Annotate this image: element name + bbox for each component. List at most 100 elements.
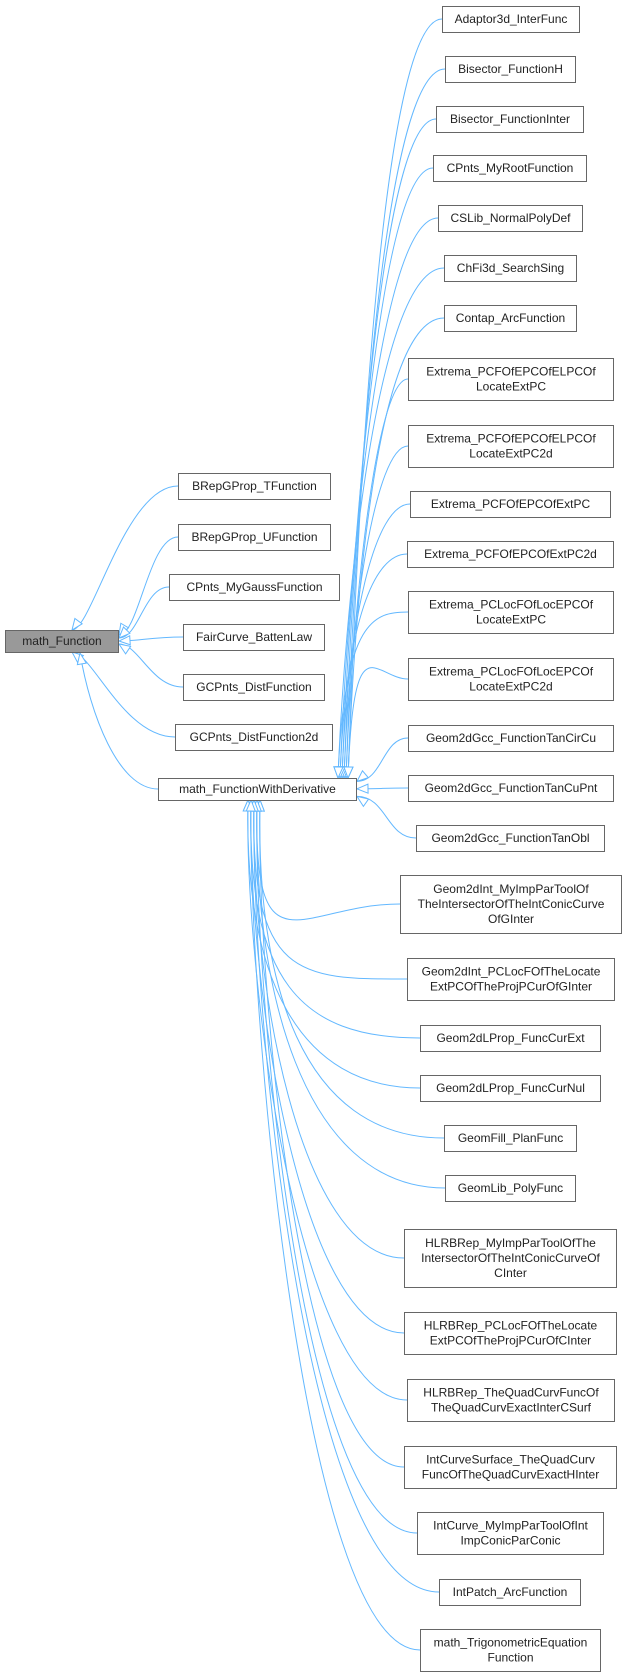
class-node-intpatch-arcfunction[interactable]: IntPatch_ArcFunction: [439, 1579, 581, 1606]
edge-to-function-with-derivative: [247, 799, 421, 1089]
class-box: [404, 1446, 617, 1489]
class-node-hlrbrep-thequadcurvfuncofthequadcurvexactintercsurf[interactable]: HLRBRep_TheQuadCurvFuncOfTheQuadCurvExac…: [407, 1379, 615, 1422]
class-node-contap-arcfunction[interactable]: Contap_ArcFunction: [444, 305, 577, 332]
edge-to-function-with-derivative: [337, 267, 445, 779]
class-label: GCPnts_DistFunction: [196, 680, 311, 694]
class-label: LocateExtPC2d: [469, 680, 552, 694]
class-box: [5, 630, 119, 653]
class-node-gcpnts-distfunction[interactable]: GCPnts_DistFunction: [183, 674, 325, 701]
class-label: ExtPCOfTheProjPCurOfCInter: [430, 1334, 591, 1348]
class-node-geomlib-polyfunc[interactable]: GeomLib_PolyFunc: [445, 1175, 576, 1202]
class-box: [438, 205, 583, 232]
edge-to-function-with-derivative: [253, 799, 408, 980]
inheritance-arrowhead: [76, 651, 88, 666]
inheritance-arrowhead: [71, 617, 84, 632]
class-node-intcurve-myimppartoolofintimpconicparconic[interactable]: IntCurve_MyImpParToolOfIntImpConicParCon…: [417, 1512, 604, 1555]
class-box: [404, 1312, 617, 1355]
inheritance-arrowhead: [355, 769, 370, 783]
edge-to-function-with-derivative: [259, 799, 405, 1468]
class-label: CInter: [494, 1266, 527, 1280]
class-box: [408, 775, 614, 802]
edge-to-function-with-derivative: [259, 799, 445, 1139]
class-node-faircurve-battenlaw[interactable]: FairCurve_BattenLaw: [183, 624, 325, 651]
class-label: TheQuadCurvExactInterCSurf: [431, 1401, 592, 1415]
edge-to-function-with-derivative: [347, 18, 443, 779]
class-node-cpnts-myrootfunction[interactable]: CPnts_MyRootFunction: [433, 155, 587, 182]
class-node-intcurvesurface-thequadcurvfuncofthequadcurvexacthinter[interactable]: IntCurveSurface_TheQuadCurvFuncOfTheQuad…: [404, 1446, 617, 1489]
class-box: [407, 958, 615, 1001]
class-node-math-functionwithderivative[interactable]: math_FunctionWithDerivative: [158, 778, 357, 801]
class-label: Contap_ArcFunction: [456, 311, 565, 325]
edge-to-math-function: [71, 651, 176, 738]
class-box: [444, 255, 577, 282]
class-node-brepgprop-tfunction[interactable]: BRepGProp_TFunction: [178, 473, 331, 500]
inheritance-arrowhead: [355, 795, 370, 808]
class-label: Bisector_FunctionInter: [450, 112, 570, 126]
class-label: BRepGProp_TFunction: [192, 479, 317, 493]
class-box: [420, 1629, 601, 1672]
inheritance-arrowhead: [117, 635, 131, 646]
class-node-brepgprop-ufunction[interactable]: BRepGProp_UFunction: [178, 524, 331, 551]
class-label: Geom2dGcc_FunctionTanCirCu: [426, 731, 596, 745]
class-label: BRepGProp_UFunction: [191, 530, 317, 544]
class-box: [408, 658, 614, 701]
class-label: Geom2dInt_PCLocFOfTheLocate: [422, 965, 601, 979]
class-box: [407, 541, 614, 568]
class-node-adaptor3d-interfunc[interactable]: Adaptor3d_InterFunc: [442, 6, 580, 33]
edge-to-function-with-derivative: [356, 737, 409, 782]
class-node-geom2dlprop-funccurext[interactable]: Geom2dLProp_FuncCurExt: [420, 1025, 601, 1052]
class-label: CPnts_MyGaussFunction: [186, 580, 322, 594]
class-node-hlrbrep-myimppartooloftheintersectoroftheintconiccurveofcinter[interactable]: HLRBRep_MyImpParToolOfTheIntersectorOfTh…: [404, 1229, 617, 1288]
class-label: LocateExtPC2d: [469, 447, 552, 461]
class-node-bisector-functioninter[interactable]: Bisector_FunctionInter: [436, 106, 584, 133]
class-node-geom2dgcc-functiontanobl[interactable]: Geom2dGcc_FunctionTanObl: [416, 825, 605, 852]
class-label: FairCurve_BattenLaw: [196, 630, 312, 644]
class-label: TheIntersectorOfTheIntConicCurve: [418, 897, 605, 911]
edge-to-function-with-derivative: [256, 799, 446, 1189]
class-node-extrema-pcfofepcofextpc[interactable]: Extrema_PCFOfEPCOfExtPC: [410, 491, 611, 518]
class-label: ImpConicParConic: [460, 1534, 560, 1548]
class-node-chfi3d-searchsing[interactable]: ChFi3d_SearchSing: [444, 255, 577, 282]
edge-to-function-with-derivative: [253, 799, 405, 1259]
edge-to-function-with-derivative: [256, 799, 401, 921]
class-label: HLRBRep_MyImpParToolOfThe: [425, 1236, 596, 1250]
edge-to-function-with-derivative: [345, 378, 409, 779]
class-box: [442, 6, 580, 33]
edge-to-function-with-derivative: [250, 799, 421, 1039]
class-node-geom2dint-pclocfofthelocateextpcoftheprojpcurofginter[interactable]: Geom2dInt_PCLocFOfTheLocateExtPCOfThePro…: [407, 958, 615, 1001]
class-box: [439, 1579, 581, 1606]
class-label: LocateExtPC: [476, 613, 546, 627]
class-node-bisector-functionh[interactable]: Bisector_FunctionH: [445, 56, 576, 83]
edge-to-function-with-derivative: [339, 217, 439, 779]
inheritance-arrowhead: [343, 766, 354, 780]
class-node-cpnts-mygaussfunction[interactable]: CPnts_MyGaussFunction: [169, 574, 340, 601]
class-box: [158, 778, 357, 801]
class-label: GeomFill_PlanFunc: [458, 1131, 563, 1145]
class-node-extrema-pcfofepcofextpc2d[interactable]: Extrema_PCFOfEPCOfExtPC2d: [407, 541, 614, 568]
class-box: [444, 305, 577, 332]
class-node-math-function[interactable]: math_Function: [5, 630, 119, 653]
class-node-gcpnts-distfunction2d[interactable]: GCPnts_DistFunction2d: [175, 724, 333, 751]
class-label: Extrema_PCLocFOfLocEPCOf: [429, 665, 594, 679]
edge-to-function-with-derivative: [250, 799, 405, 1334]
class-node-geom2dgcc-functiontancupnt[interactable]: Geom2dGcc_FunctionTanCuPnt: [408, 775, 614, 802]
class-node-geomfill-planfunc[interactable]: GeomFill_PlanFunc: [444, 1125, 577, 1152]
class-label: GCPnts_DistFunction2d: [190, 730, 319, 744]
class-box: [420, 1075, 601, 1102]
class-node-hlrbrep-pclocfofthelocateextpcoftheprojpcurofcinter[interactable]: HLRBRep_PCLocFOfTheLocateExtPCOfTheProjP…: [404, 1312, 617, 1355]
class-box: [183, 674, 325, 701]
class-label: OfGInter: [488, 912, 534, 926]
class-node-geom2dgcc-functiontancircu[interactable]: Geom2dGcc_FunctionTanCirCu: [408, 725, 614, 752]
class-node-geom2dint-myimppartooloftheintersectoroftheintconiccurveofginter[interactable]: Geom2dInt_MyImpParToolOfTheIntersectorOf…: [400, 875, 622, 934]
class-box: [407, 1379, 615, 1422]
class-node-cslib-normalpolydef[interactable]: CSLib_NormalPolyDef: [438, 205, 583, 232]
class-node-geom2dlprop-funccurnul[interactable]: Geom2dLProp_FuncCurNul: [420, 1075, 601, 1102]
class-box: [178, 473, 331, 500]
class-label: ChFi3d_SearchSing: [457, 261, 564, 275]
class-label: math_Function: [22, 634, 101, 648]
